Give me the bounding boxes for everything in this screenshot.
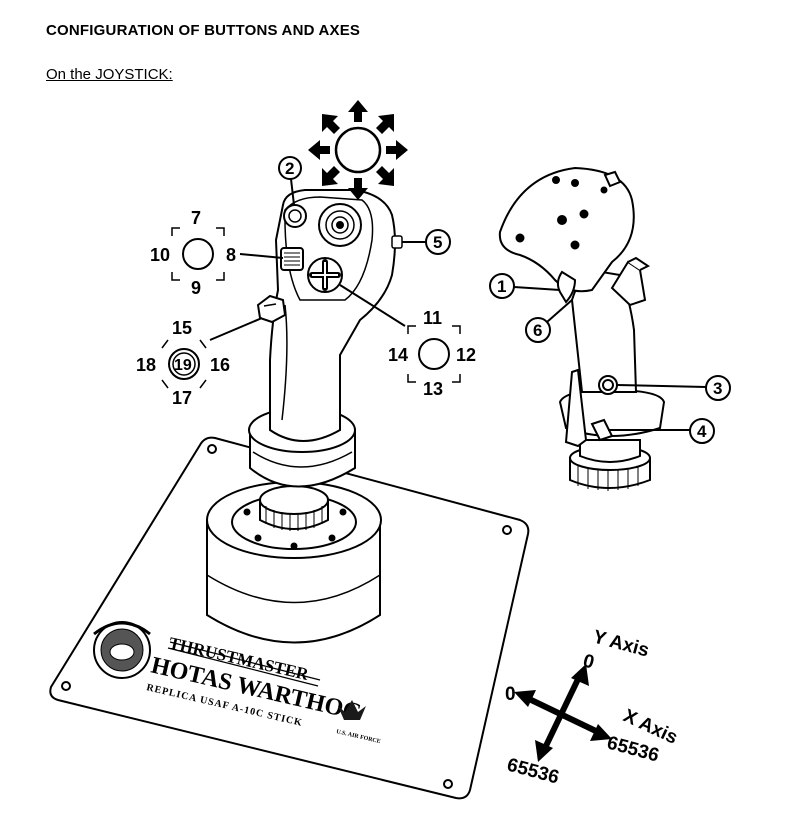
hat-17-label: 17 — [172, 388, 192, 408]
hat-diagram-11-14 — [339, 284, 461, 383]
hat-diagram-7-10 — [171, 227, 284, 281]
main-grip — [269, 189, 403, 442]
callout-5 — [402, 229, 451, 255]
warthog-seal-icon — [93, 621, 151, 679]
hat-12-label: 12 — [456, 345, 476, 365]
hat-8-label: 8 — [226, 245, 236, 265]
hat-9-label: 9 — [191, 278, 201, 298]
cross-hat-switch — [307, 257, 343, 293]
hat-18-label: 18 — [136, 355, 156, 375]
callout-1-label: 1 — [497, 277, 506, 296]
x-axis-left-arrow-icon — [514, 690, 536, 707]
hat-7-label: 7 — [191, 208, 201, 228]
hat-16-label: 16 — [210, 355, 230, 375]
callout-2 — [278, 156, 302, 206]
callout-3-label: 3 — [713, 379, 722, 398]
hat-13-label: 13 — [423, 379, 443, 399]
axis-diagram — [514, 664, 612, 762]
eight-way-hat-diagram — [308, 100, 408, 200]
y-axis-max: 65536 — [505, 755, 561, 789]
cms-thumb-switch — [256, 294, 287, 324]
y-axis-min: 0 — [581, 651, 597, 674]
x-axis-right-arrow-icon — [590, 724, 612, 741]
stick-base — [206, 407, 382, 644]
callout-1 — [489, 273, 561, 299]
hat-10-label: 10 — [150, 245, 170, 265]
callout-5-label: 5 — [433, 233, 442, 252]
y-axis-down-arrow-icon — [535, 740, 553, 762]
callout-6 — [525, 299, 573, 343]
section-subtitle: On the JOYSTICK: — [46, 66, 173, 83]
hat-diagram-15-19 — [161, 317, 263, 389]
x-axis-min: 0 — [505, 684, 516, 705]
air-force-emblem-icon — [338, 700, 366, 720]
tms-hat-switch — [318, 203, 362, 247]
hat-19-label: 19 — [174, 357, 192, 374]
direction-arrows-icon — [308, 100, 408, 200]
pickle-button — [283, 204, 307, 228]
y-axis-label: Y Axis — [591, 627, 652, 662]
y-axis-up-arrow-icon — [571, 664, 589, 686]
hat-14-label: 14 — [388, 345, 408, 365]
hat-15-label: 15 — [172, 318, 192, 338]
ribbed-hat-switch — [280, 247, 304, 271]
callout-4-label: 4 — [697, 422, 707, 441]
page-title: CONFIGURATION OF BUTTONS AND AXES — [46, 22, 361, 39]
callout-4 — [608, 418, 715, 444]
callout-3 — [616, 375, 731, 401]
hat-11-label: 11 — [423, 308, 442, 328]
callout-2-label: 2 — [285, 159, 294, 178]
side-view-grip — [498, 166, 666, 491]
callout-6-label: 6 — [533, 321, 542, 340]
